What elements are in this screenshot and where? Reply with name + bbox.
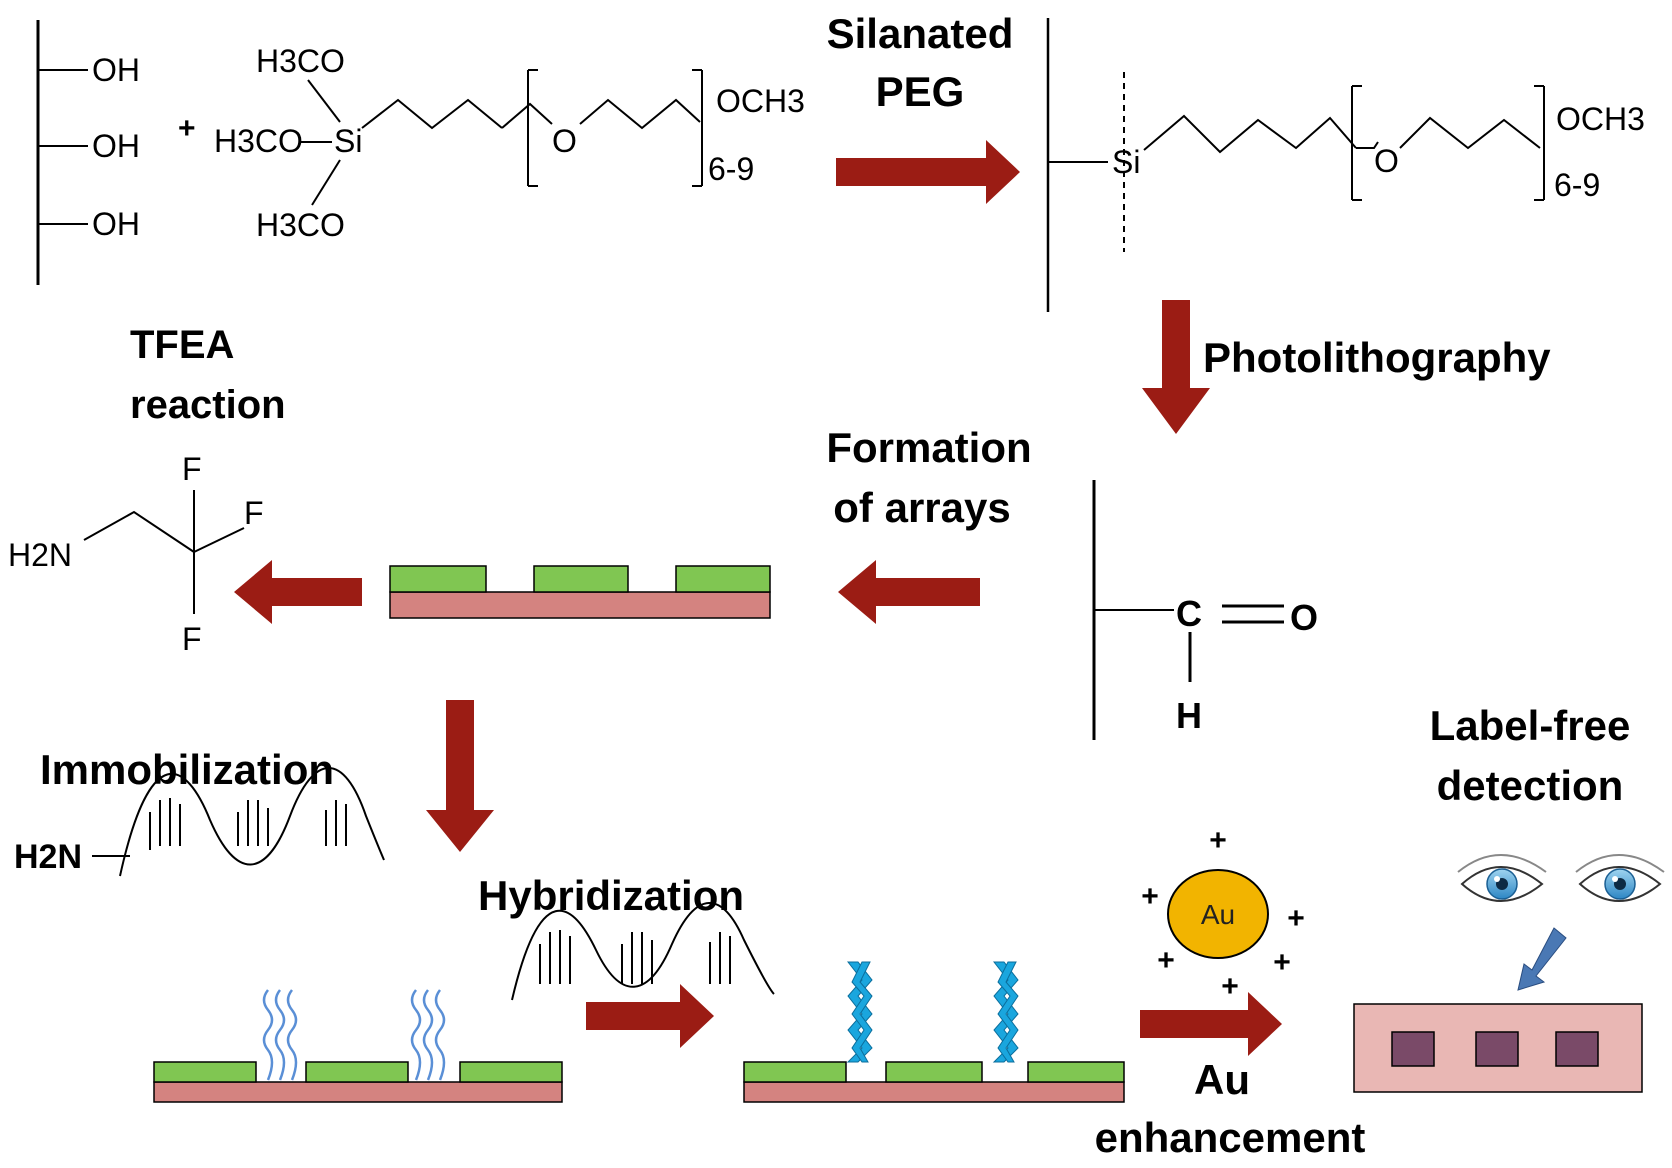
oh-label-1: OH bbox=[92, 52, 140, 88]
arrow-silanation bbox=[836, 140, 1020, 204]
plus-sign: + bbox=[178, 112, 196, 145]
carbon-label: C bbox=[1176, 593, 1202, 634]
aldehyde-surface: C O H bbox=[1092, 480, 1318, 740]
repeat-unit-count: 6-9 bbox=[708, 151, 754, 187]
arrow-formation bbox=[838, 560, 980, 624]
methoxy-end-2: OCH3 bbox=[1556, 101, 1645, 137]
eye-icon bbox=[1457, 854, 1547, 902]
hybridization-label: Hybridization bbox=[478, 872, 744, 919]
tfea-label: TFEA bbox=[130, 323, 234, 367]
viewing-arrow-icon bbox=[1517, 927, 1567, 991]
arrow-immobilization bbox=[426, 700, 494, 852]
charge-plus: + bbox=[1157, 944, 1175, 977]
trifluoroethylamine-molecule: H2N F F F bbox=[8, 451, 264, 657]
arrow-hybridization bbox=[586, 984, 714, 1048]
of-arrays-label: of arrays bbox=[833, 484, 1010, 531]
charge-plus: + bbox=[1273, 946, 1291, 979]
methoxy-bottom: H3CO bbox=[256, 207, 345, 243]
silane-peg-reagent: H3CO H3CO H3CO Si O OCH3 6-9 bbox=[214, 43, 805, 243]
au-label: Au bbox=[1194, 1056, 1250, 1103]
charge-plus: + bbox=[1221, 970, 1239, 1003]
probe-array-substrate bbox=[153, 989, 563, 1103]
silicon-label: Si bbox=[334, 123, 362, 159]
repeat-unit-count-2: 6-9 bbox=[1554, 167, 1600, 203]
patterned-substrate bbox=[389, 565, 771, 619]
probe-amine-label: H2N bbox=[14, 838, 82, 876]
amine-label: H2N bbox=[8, 537, 72, 573]
silanated-label: Silanated bbox=[827, 10, 1014, 57]
enhancement-label: enhancement bbox=[1095, 1114, 1366, 1161]
hydrogen-label: H bbox=[1176, 695, 1202, 736]
charge-plus: + bbox=[1287, 902, 1305, 935]
peg-label: PEG bbox=[876, 68, 965, 115]
methoxy-top: H3CO bbox=[256, 43, 345, 79]
probe-dna: H2N bbox=[14, 767, 385, 877]
surface-hydroxyl-group: OH OH OH bbox=[36, 20, 140, 285]
fluorine-bottom: F bbox=[182, 621, 202, 657]
carbonyl-oxygen: O bbox=[1290, 597, 1318, 638]
eye-icon bbox=[1575, 854, 1665, 902]
fluorine-right: F bbox=[244, 495, 264, 531]
detection-label: detection bbox=[1437, 762, 1624, 809]
oh-label-2: OH bbox=[92, 128, 140, 164]
reaction-label: reaction bbox=[130, 383, 286, 427]
charge-plus: + bbox=[1209, 824, 1227, 857]
silanated-peg-surface: Si O OCH3 6-9 bbox=[1046, 18, 1645, 312]
methoxy-left: H3CO bbox=[214, 123, 303, 159]
ether-oxygen-2: O bbox=[1374, 143, 1399, 179]
fluorine-top: F bbox=[182, 451, 202, 487]
detection-chip bbox=[1353, 1003, 1643, 1093]
arrow-photolithography bbox=[1142, 300, 1210, 434]
gold-label: Au bbox=[1201, 899, 1235, 930]
photolithography-label: Photolithography bbox=[1203, 334, 1551, 381]
charge-plus: + bbox=[1141, 880, 1159, 913]
immobilization-label: Immobilization bbox=[40, 746, 334, 793]
gold-nanoparticle: Au + + + + + + bbox=[1141, 824, 1305, 1003]
label-free-label: Label-free bbox=[1430, 702, 1631, 749]
formation-label: Formation bbox=[826, 424, 1031, 471]
arrow-au-enhancement bbox=[1140, 992, 1282, 1056]
ether-oxygen: O bbox=[552, 123, 577, 159]
silicon-label-2: Si bbox=[1112, 144, 1140, 180]
target-dna bbox=[511, 902, 775, 1001]
arrow-tfea bbox=[234, 560, 362, 624]
methoxy-end: OCH3 bbox=[716, 83, 805, 119]
hybridized-array-substrate bbox=[743, 961, 1125, 1103]
oh-label-3: OH bbox=[92, 206, 140, 242]
